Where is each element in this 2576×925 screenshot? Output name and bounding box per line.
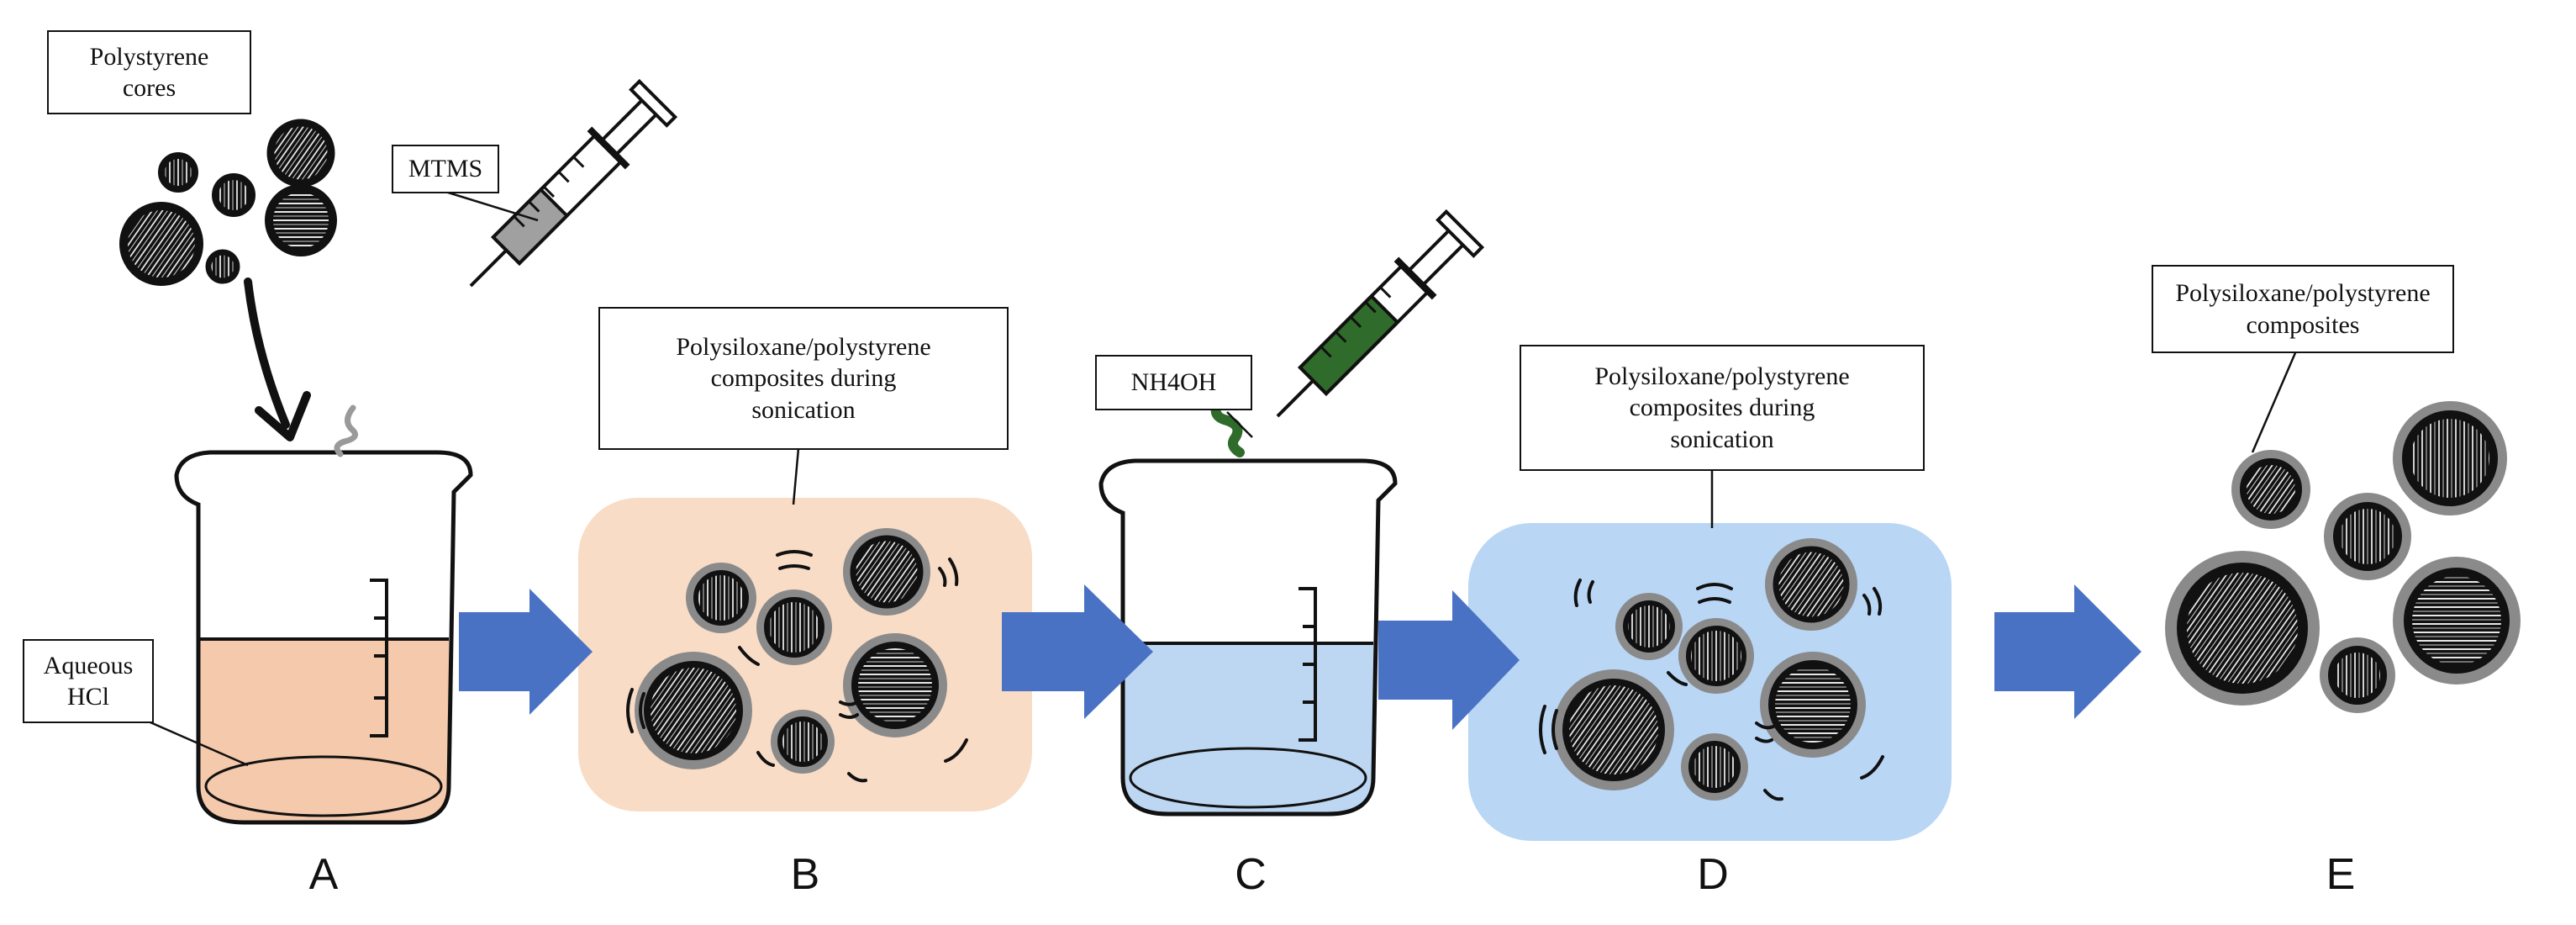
step-label-a: A [308,850,339,899]
panel-b-particles [626,528,968,783]
panel-d-particles [1539,538,1884,801]
syringe-mtms-icon [469,78,678,288]
label-composites-final: Polysiloxane/polystyrene composites [2152,265,2454,353]
beaker-nh4oh-icon [1098,458,1398,817]
down-arrow-icon [244,278,311,441]
right-arrow-icon [1378,590,1520,730]
label-composites-sonication-d: Polysiloxane/polystyrene composites duri… [1520,345,1925,471]
step-label-d: D [1697,850,1729,899]
label-nh4oh: NH4OH [1095,355,1252,410]
label-polystyrene-cores: Polystyrene cores [47,30,251,114]
label-aqueous-hcl: Aqueous HCl [23,639,154,723]
polystyrene-cores-icon [119,119,337,286]
step-label-c: C [1235,850,1267,899]
right-arrow-icon [1002,584,1153,719]
leader-lines [144,190,2299,767]
right-arrow-icon [459,589,593,715]
syringe-nh4oh-icon [1276,209,1485,418]
right-arrow-icon [1994,584,2141,719]
beaker-hcl-icon [174,450,473,825]
step-label-e: E [2326,850,2356,899]
panel-e-particles [2165,401,2521,713]
label-mtms: MTMS [392,145,499,193]
label-composites-sonication-b: Polysiloxane/polystyrene composites duri… [598,307,1009,450]
step-label-b: B [790,850,820,899]
